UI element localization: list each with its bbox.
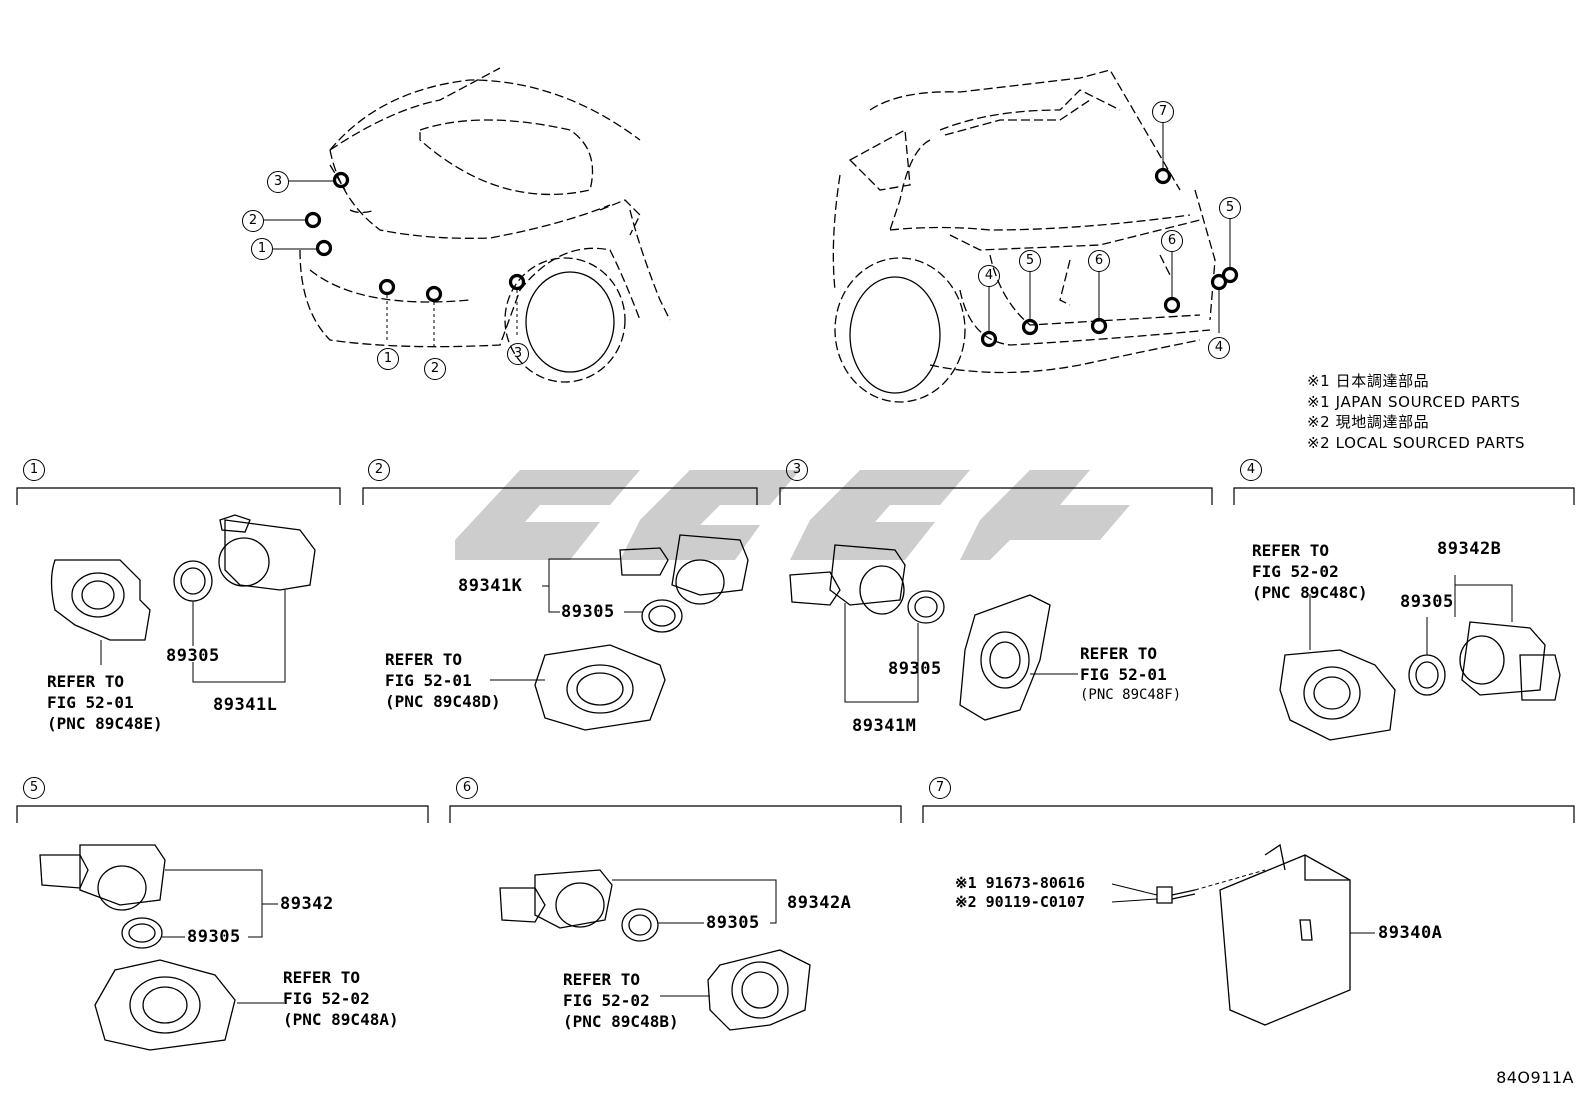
front-sensor-dots — [304, 171, 526, 303]
s4-ring-part-number[interactable]: 89305 — [1400, 592, 1454, 612]
section5-sensor — [39, 844, 166, 911]
section1-sensor — [218, 514, 316, 591]
section3-sensor — [789, 544, 906, 615]
s7-bolt-part-number-1[interactable]: ※1 91673-80616 — [955, 874, 1085, 892]
note-line-3: ※2 現地調達部品 — [1307, 413, 1430, 431]
section7-bolt — [1156, 886, 1196, 904]
sourcing-notes: ※1 日本調達部品 ※1 JAPAN SOURCED PARTS ※2 現地調達… — [1307, 371, 1525, 453]
rear-callout-5b: 5 — [1019, 250, 1041, 272]
section7-leaders — [1111, 869, 1375, 934]
s1-sensor-part-number[interactable]: 89341L — [213, 695, 278, 715]
front-callout-2b: 2 — [424, 358, 446, 380]
s2-sensor-part-number[interactable]: 89341K — [458, 576, 523, 596]
rear-callout-5a: 5 — [1219, 197, 1241, 219]
section1-bezel — [50, 559, 151, 641]
section5-bezel — [94, 959, 236, 1051]
section-number-2: 2 — [368, 459, 390, 481]
s7-bolt-part-number-2[interactable]: ※2 90119-C0107 — [955, 893, 1085, 911]
rear-callout-6b: 6 — [1161, 230, 1183, 252]
rear-callout-7: 7 — [1152, 101, 1174, 123]
s3-ring-part-number[interactable]: 89305 — [888, 659, 942, 679]
section3-ring — [907, 590, 945, 624]
section2-ring — [641, 599, 683, 633]
s4-sensor-part-number[interactable]: 89342B — [1437, 539, 1502, 559]
section2-sensor — [619, 534, 749, 605]
note-line-2: ※1 JAPAN SOURCED PARTS — [1307, 392, 1521, 411]
front-callout-3a: 3 — [267, 171, 289, 193]
section-number-7: 7 — [929, 777, 951, 799]
s2-ring-part-number[interactable]: 89305 — [561, 602, 615, 622]
rear-wheel — [834, 257, 966, 403]
s3-sensor-part-number[interactable]: 89341M — [852, 716, 917, 736]
rear-callout-6a: 6 — [1088, 250, 1110, 272]
rear-leader-lines — [988, 123, 1231, 333]
figure-id: 84O911A — [1496, 1068, 1574, 1087]
front-callout-3b: 3 — [507, 343, 529, 365]
front-callout-1b: 1 — [377, 348, 399, 370]
section4-bezel — [1279, 649, 1396, 741]
rear-sensor-dots — [980, 167, 1239, 348]
section1-leaders — [100, 590, 286, 683]
section6-ring — [621, 908, 659, 942]
section-number-1: 1 — [23, 459, 45, 481]
s5-ring-part-number[interactable]: 89305 — [187, 927, 241, 947]
s5-sensor-part-number[interactable]: 89342 — [280, 894, 334, 914]
section1-ring — [173, 560, 213, 602]
section4-sensor — [1459, 621, 1561, 701]
section6-bezel — [707, 949, 811, 1031]
rear-vehicle-outline — [832, 69, 1216, 374]
section-number-5: 5 — [23, 777, 45, 799]
section-brackets — [16, 487, 1575, 823]
s1-ring-part-number[interactable]: 89305 — [166, 646, 220, 666]
section-number-3: 3 — [786, 459, 808, 481]
front-vehicle-outline — [299, 67, 671, 348]
front-callout-1a: 1 — [251, 238, 273, 260]
s6-ring-part-number[interactable]: 89305 — [706, 913, 760, 933]
section3-bezel — [959, 594, 1051, 721]
rear-callout-4b: 4 — [1208, 337, 1230, 359]
s6-sensor-part-number[interactable]: 89342A — [787, 893, 852, 913]
note-line-4: ※2 LOCAL SOURCED PARTS — [1307, 433, 1526, 452]
watermark-logo — [455, 470, 1130, 560]
section7-module — [1219, 843, 1351, 1026]
front-leader-lines — [264, 180, 518, 350]
section6-sensor — [499, 869, 613, 929]
section5-leaders — [162, 869, 284, 1004]
note-line-1: ※1 日本調達部品 — [1307, 372, 1430, 390]
section6-leaders — [612, 879, 777, 997]
section4-leaders — [1309, 575, 1513, 655]
front-wheel — [504, 257, 626, 383]
section-number-4: 4 — [1240, 459, 1262, 481]
section2-bezel — [534, 644, 666, 731]
front-callout-2a: 2 — [242, 210, 264, 232]
s7-module-part-number[interactable]: 89340A — [1378, 923, 1443, 943]
section2-leaders — [490, 558, 642, 681]
rear-callout-4a: 4 — [978, 265, 1000, 287]
section-number-6: 6 — [456, 777, 478, 799]
section3-leaders — [844, 603, 1078, 703]
section5-ring — [121, 917, 163, 949]
section4-ring — [1408, 654, 1446, 696]
